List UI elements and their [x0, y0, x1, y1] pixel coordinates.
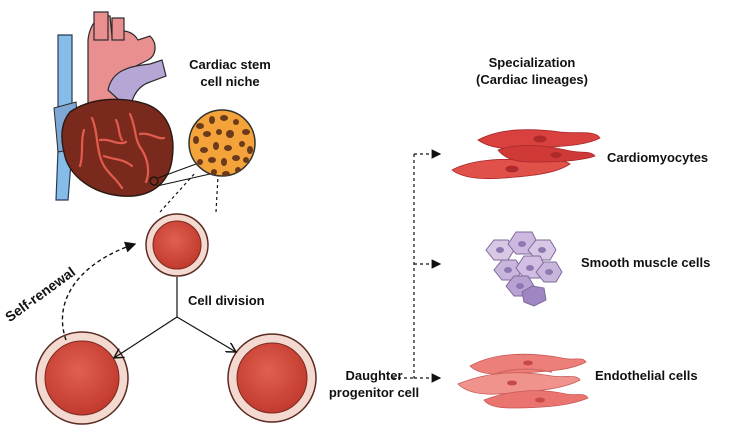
smooth-muscle-label: Smooth muscle cells: [581, 255, 711, 270]
self-renewal-cell: [35, 331, 129, 425]
stem-cell: [145, 213, 209, 277]
smooth-muscle-illustration: [485, 231, 563, 307]
specialization-heading-line1: Specialization: [488, 55, 576, 70]
niche-label-line2: cell niche: [200, 74, 260, 89]
daughter-label: Daughter progenitor cell: [318, 367, 430, 401]
cardiomyocytes-illustration: [451, 129, 601, 180]
heart-muscle: [61, 98, 174, 197]
specialization-heading-line2: (Cardiac lineages): [476, 72, 588, 87]
specialization-arrows: [392, 149, 442, 383]
endothelial-label: Endothelial cells: [595, 368, 698, 383]
self-renewal-arrow: [61, 241, 137, 341]
niche-label-line1: Cardiac stem: [189, 57, 271, 72]
heart-illustration: [53, 11, 174, 201]
niche-magnifier: [156, 109, 256, 213]
division-arrows: [114, 277, 236, 358]
daughter-label-line1: Daughter: [345, 368, 403, 383]
niche-label: Cardiac stem cell niche: [180, 56, 280, 90]
cardiomyocytes-label: Cardiomyocytes: [607, 150, 709, 165]
daughter-progenitor-cell: [227, 333, 317, 423]
daughter-label-line2: progenitor cell: [328, 385, 420, 400]
cell-division-label: Cell division: [188, 293, 265, 308]
endothelial-illustration: [457, 353, 589, 409]
specialization-heading: Specialization (Cardiac lineages): [462, 54, 602, 88]
